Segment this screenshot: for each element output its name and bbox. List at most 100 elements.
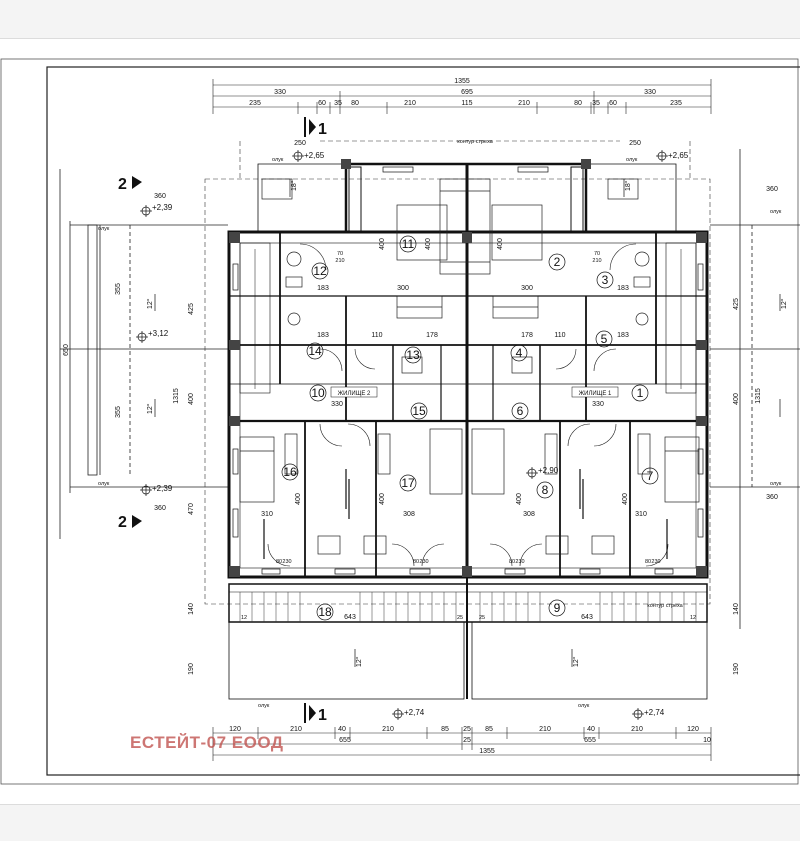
gutter-label-left-lower: олук bbox=[98, 481, 110, 487]
dim-bottom-210-c: 210 bbox=[539, 726, 551, 733]
drawing-sheet: 1355 330 695 330 235 60 35 80 210 115 21… bbox=[0, 38, 800, 805]
bottom-balcony bbox=[228, 577, 708, 700]
dim-top-695: 695 bbox=[461, 89, 473, 96]
dim-int-25-b: 25 bbox=[479, 615, 485, 621]
section-mark-2-upper: 2 bbox=[118, 176, 142, 193]
slope-bottom-left: 12° bbox=[355, 656, 363, 667]
gutter-label-top-left: олук bbox=[272, 157, 284, 163]
gutter-label-left-upper: олук bbox=[98, 226, 110, 232]
dim-top-35-left: 35 bbox=[334, 100, 342, 107]
room-3: 3 bbox=[602, 273, 609, 287]
eave-contour-bottom-label: контур стреха bbox=[647, 603, 683, 609]
watermark-text: ЕСТЕЙТ-07 ЕООД bbox=[130, 733, 284, 752]
dim-int-308-right: 308 bbox=[523, 511, 535, 518]
dim-left-470: 470 bbox=[188, 503, 195, 515]
dim-left-1315: 1315 bbox=[173, 388, 180, 404]
dim-right-190: 190 bbox=[733, 663, 740, 675]
dim-bottom-40-a: 40 bbox=[338, 726, 346, 733]
dim-int-80-d: 80 bbox=[645, 559, 651, 565]
dim-int-400-b: 400 bbox=[425, 238, 432, 250]
dim-int-183-a: 183 bbox=[317, 285, 329, 292]
elevation-left-mid: +3,12 bbox=[148, 329, 169, 338]
dim-bottom-210-d: 210 bbox=[631, 726, 643, 733]
gutter-label-bottom-right: олук bbox=[578, 703, 590, 709]
dim-left-360-bottom: 360 bbox=[154, 505, 166, 512]
dim-int-183-c: 183 bbox=[317, 332, 329, 339]
dim-right-425: 425 bbox=[733, 298, 740, 310]
dim-int-230-b: 230 bbox=[419, 559, 428, 565]
dim-int-12-b: 12 bbox=[690, 615, 696, 621]
floor-plan: 1355 330 695 330 235 60 35 80 210 115 21… bbox=[0, 58, 800, 785]
dim-int-183-b: 183 bbox=[617, 285, 629, 292]
slope-left-lower: 12° bbox=[146, 403, 154, 414]
svg-text:1: 1 bbox=[318, 121, 327, 138]
dim-bottom-120-left: 120 bbox=[229, 726, 241, 733]
room-7: 7 bbox=[647, 469, 654, 483]
drawing-frame-inner bbox=[46, 66, 800, 776]
dim-top-330-right: 330 bbox=[644, 89, 656, 96]
room-18: 18 bbox=[318, 605, 332, 619]
elevation-top-left: +2,65 bbox=[304, 151, 325, 160]
slope-arrows bbox=[154, 179, 781, 667]
dim-int-70-b: 70 bbox=[594, 251, 600, 257]
gutter-label-right-lower: олук bbox=[770, 481, 782, 487]
room-4: 4 bbox=[516, 346, 523, 360]
room-1: 1 bbox=[637, 386, 644, 400]
dim-int-308-left: 308 bbox=[403, 511, 415, 518]
drawing-frame bbox=[0, 58, 799, 785]
bottom-dimensions bbox=[212, 727, 712, 761]
doors bbox=[267, 243, 669, 567]
dim-left-360-top: 360 bbox=[154, 193, 166, 200]
dim-int-400-e: 400 bbox=[379, 493, 386, 505]
room-8: 8 bbox=[542, 483, 549, 497]
svg-text:1: 1 bbox=[318, 707, 327, 724]
dim-bottom-85-a: 85 bbox=[441, 726, 449, 733]
top-dimensions bbox=[212, 79, 712, 114]
dim-int-310-left: 310 bbox=[261, 511, 273, 518]
dim-right-1315: 1315 bbox=[755, 388, 762, 404]
dim-left-425: 425 bbox=[188, 303, 195, 315]
sliding-doors bbox=[263, 469, 668, 559]
dim-left-355-bottom: 355 bbox=[115, 406, 122, 418]
dim-left-400: 400 bbox=[188, 393, 195, 405]
room-17: 17 bbox=[401, 476, 415, 490]
dim-top-115: 115 bbox=[461, 100, 472, 107]
dim-top-80-left: 80 bbox=[351, 100, 359, 107]
elevation-top-right: +2,65 bbox=[668, 151, 689, 160]
dim-int-400-f: 400 bbox=[516, 493, 523, 505]
room-5: 5 bbox=[601, 332, 608, 346]
slope-top-right: 18° bbox=[624, 180, 632, 191]
dim-int-110-left: 110 bbox=[371, 332, 382, 339]
dim-right-360-bottom: 360 bbox=[766, 494, 778, 501]
slope-top-left: 18° bbox=[290, 180, 298, 191]
dim-int-230-a: 230 bbox=[282, 559, 291, 565]
gutter-label-top-right: олук bbox=[626, 157, 638, 163]
wall-hatches bbox=[229, 159, 707, 577]
room-11: 11 bbox=[402, 237, 415, 251]
elevation-bottom-left: +2,74 bbox=[404, 708, 425, 717]
slope-left-upper: 12° bbox=[146, 298, 154, 309]
dim-int-400-a: 400 bbox=[379, 238, 386, 250]
dim-int-400-d: 400 bbox=[295, 493, 302, 505]
section-mark-1-bottom: 1 bbox=[304, 703, 327, 724]
gutter-label-bottom-left: олук bbox=[258, 703, 270, 709]
dim-bottom-85-b: 85 bbox=[485, 726, 493, 733]
dim-int-643-left: 643 bbox=[344, 614, 356, 621]
elevation-bottom-right: +2,74 bbox=[644, 708, 665, 717]
dim-top-330-left: 330 bbox=[274, 89, 286, 96]
dim-left-140: 140 bbox=[188, 603, 195, 615]
dim-int-178-left: 178 bbox=[426, 332, 438, 339]
dim-int-110-right: 110 bbox=[554, 332, 565, 339]
dim-int-643-right: 643 bbox=[581, 614, 593, 621]
elevation-room-8: +2,90 bbox=[538, 466, 559, 475]
dim-right-140: 140 bbox=[733, 603, 740, 615]
room-2: 2 bbox=[554, 255, 561, 269]
room-16: 16 bbox=[283, 465, 297, 479]
elevation-left-upper: +2,39 bbox=[152, 203, 173, 212]
dim-top-80-right: 80 bbox=[574, 100, 582, 107]
dim-int-310-right: 310 bbox=[635, 511, 647, 518]
dim-int-300-left: 300 bbox=[397, 285, 409, 292]
dim-int-80-b: 80 bbox=[413, 559, 419, 565]
furniture bbox=[239, 178, 700, 555]
section-mark-2-lower: 2 bbox=[118, 514, 142, 531]
